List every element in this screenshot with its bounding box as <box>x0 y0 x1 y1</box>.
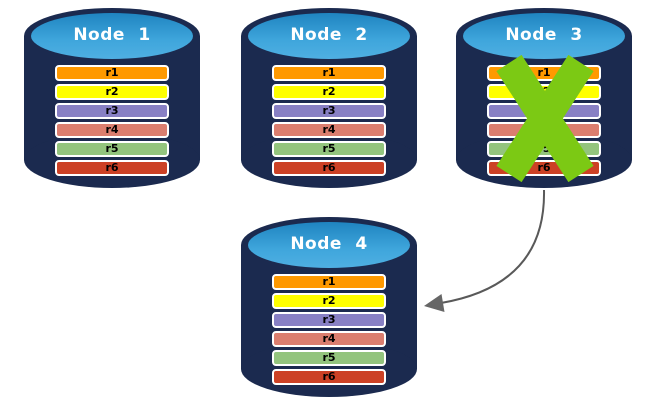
replica-bar-r2: r2 <box>272 84 386 100</box>
node-4: Node 4 r1 r2 r3 r4 r5 r6 <box>241 217 417 397</box>
replica-bar-r6: r6 <box>55 160 169 176</box>
node-title: Node 2 <box>290 25 368 45</box>
replica-bar-r5: r5 <box>272 350 386 366</box>
replica-bar-r6: r6 <box>272 369 386 385</box>
replica-bar-r5: r5 <box>55 141 169 157</box>
node-title: Node 1 <box>73 25 151 45</box>
cylinder-top <box>248 13 410 59</box>
replica-bar-r5: r5 <box>272 141 386 157</box>
replica-bar-r2: r2 <box>55 84 169 100</box>
replica-bar-r4: r4 <box>272 122 386 138</box>
cylinder-top <box>248 222 410 268</box>
replica-bar-r1: r1 <box>55 65 169 81</box>
node-2: Node 2 r1 r2 r3 r4 r5 r6 <box>241 8 417 188</box>
failure-x-icon <box>496 54 594 183</box>
replica-bar-r2: r2 <box>272 293 386 309</box>
replica-bar-r3: r3 <box>55 103 169 119</box>
replica-bar-r6: r6 <box>272 160 386 176</box>
replica-bar-r3: r3 <box>272 103 386 119</box>
replica-stack: r1 r2 r3 r4 r5 r6 <box>272 65 386 179</box>
replica-stack: r1 r2 r3 r4 r5 r6 <box>272 274 386 388</box>
cylinder-top <box>463 13 625 59</box>
cylinder-top <box>31 13 193 59</box>
node-title: Node 3 <box>505 25 583 45</box>
replica-stack: r1 r2 r3 r4 r5 r6 <box>55 65 169 179</box>
replica-bar-r1: r1 <box>272 65 386 81</box>
node-title: Node 4 <box>290 234 368 254</box>
replica-bar-r1: r1 <box>272 274 386 290</box>
replica-bar-r4: r4 <box>55 122 169 138</box>
arrowhead-icon <box>424 294 445 312</box>
node-3: Node 3 r1 r2 r3 r4 r5 r6 <box>456 8 632 188</box>
replica-bar-r3: r3 <box>272 312 386 328</box>
node-1: Node 1 r1 r2 r3 r4 r5 r6 <box>24 8 200 188</box>
replica-bar-r4: r4 <box>272 331 386 347</box>
